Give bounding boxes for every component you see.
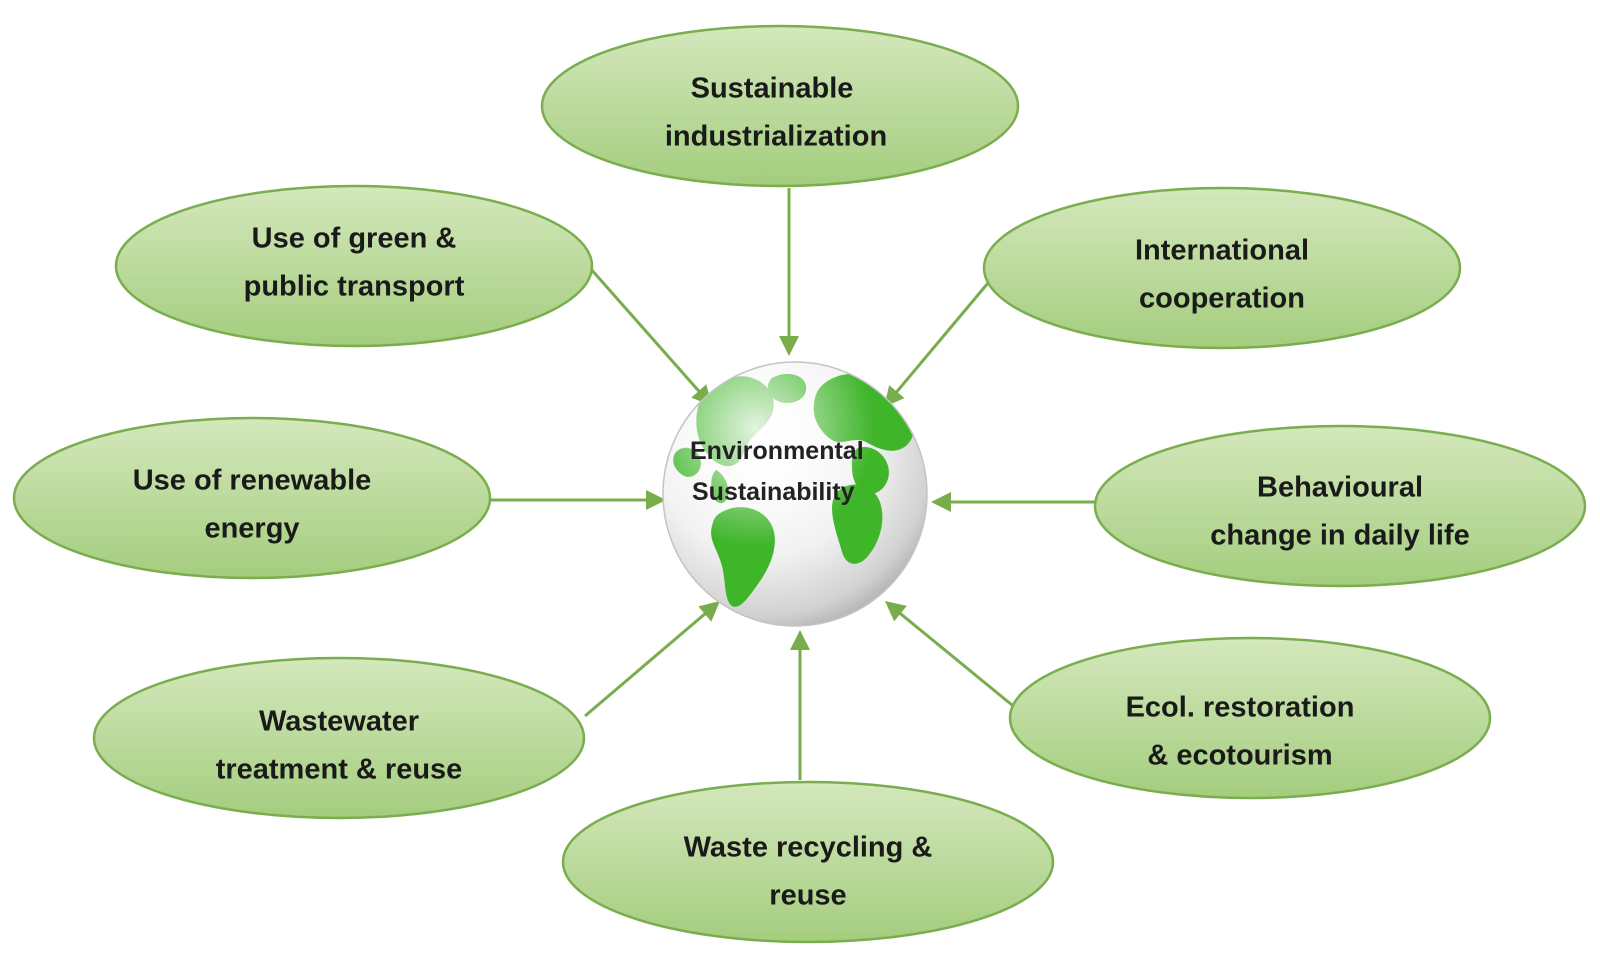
arrow-ecol-restoration bbox=[897, 611, 1013, 707]
node-label-line2: & ecotourism bbox=[1147, 740, 1332, 772]
arrows-layer bbox=[490, 188, 1100, 780]
arrowhead-waste-recycling bbox=[790, 630, 810, 650]
node-label-line2: treatment & reuse bbox=[216, 754, 463, 786]
node-label-line1: Use of renewable bbox=[133, 465, 372, 497]
arrow-green-transport bbox=[588, 267, 702, 394]
arrow-wastewater-treatment bbox=[584, 611, 708, 718]
node-label-line1: Sustainable bbox=[691, 73, 854, 105]
center-label: Environmental Sustainability bbox=[690, 437, 864, 506]
node-label-line1: Behavioural bbox=[1257, 472, 1423, 504]
node-ellipse bbox=[561, 780, 1055, 944]
arrowhead-ecol-restoration bbox=[885, 601, 907, 622]
globe-icon bbox=[662, 361, 928, 627]
node-waste-recycling: Waste recycling & reuse bbox=[561, 780, 1055, 944]
node-ellipse bbox=[1093, 424, 1587, 588]
arrowhead-renewable-energy bbox=[646, 490, 666, 510]
node-label-line2: industrialization bbox=[665, 121, 887, 153]
node-ellipse bbox=[1008, 636, 1492, 800]
center-label-line2: Sustainability bbox=[692, 478, 855, 506]
arrowhead-sustainable-industrialization bbox=[779, 336, 799, 356]
node-label-line1: Waste recycling & bbox=[684, 832, 933, 864]
node-ellipse bbox=[12, 416, 492, 580]
nodes-layer: Sustainable industrializationInternationa… bbox=[12, 24, 1587, 944]
arrowhead-wastewater-treatment bbox=[698, 601, 720, 622]
node-label-line2: cooperation bbox=[1139, 283, 1305, 315]
node-international-cooperation: International cooperation bbox=[982, 186, 1462, 350]
node-label-line2: public transport bbox=[244, 271, 465, 303]
arrowhead-behavioural-change bbox=[931, 492, 951, 512]
node-ellipse bbox=[540, 24, 1020, 188]
node-renewable-energy: Use of renewable energy bbox=[12, 416, 492, 580]
node-label-line1: Ecol. restoration bbox=[1126, 692, 1355, 724]
node-green-transport: Use of green & public transport bbox=[114, 184, 594, 348]
arrow-international-cooperation bbox=[894, 282, 990, 395]
node-label-line1: International bbox=[1135, 235, 1309, 267]
node-ellipse bbox=[92, 656, 586, 820]
node-sustainable-industrialization: Sustainable industrialization bbox=[540, 24, 1020, 188]
center-label-line1: Environmental bbox=[690, 437, 864, 465]
node-behavioural-change: Behavioural change in daily life bbox=[1093, 424, 1587, 588]
node-wastewater-treatment: Wastewater treatment & reuse bbox=[92, 656, 586, 820]
node-label-line2: change in daily life bbox=[1210, 520, 1469, 552]
node-label-line2: reuse bbox=[769, 880, 846, 912]
node-label-line2: energy bbox=[204, 513, 299, 545]
node-label-line1: Wastewater bbox=[259, 706, 419, 738]
node-ellipse bbox=[982, 186, 1462, 350]
node-ellipse bbox=[114, 184, 594, 348]
node-ecol-restoration: Ecol. restoration & ecotourism bbox=[1008, 636, 1492, 800]
node-label-line1: Use of green & bbox=[252, 223, 457, 255]
